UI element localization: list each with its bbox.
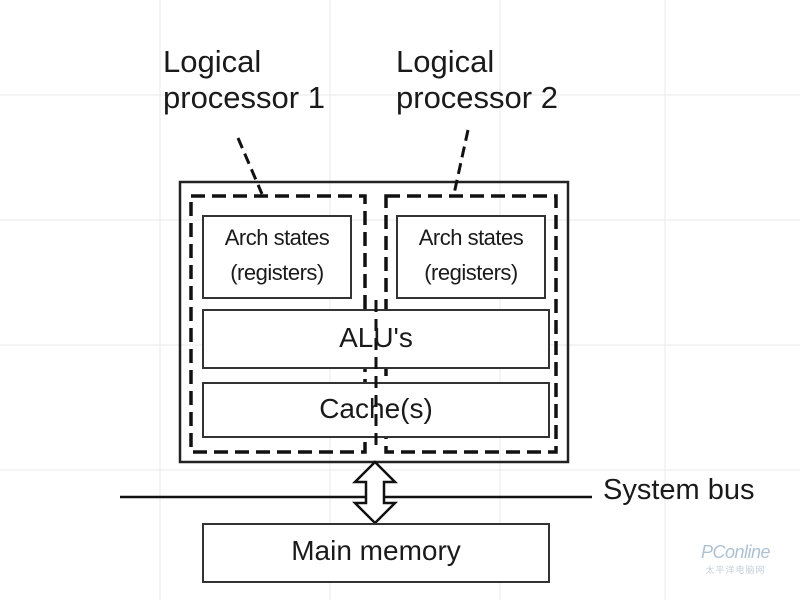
- watermark-brand: PConline: [700, 542, 771, 562]
- caches-label: Cache(s): [319, 393, 433, 424]
- arch-states-2-line-1: Arch states: [418, 225, 524, 250]
- watermark-subtitle: 太平洋电脑网: [705, 565, 766, 575]
- logical-processor-1-label: Logical processor 1: [163, 44, 325, 116]
- main-memory-label: Main memory: [291, 535, 461, 566]
- leader-line-2: [452, 129, 470, 195]
- arch-states-label-1: Arch states (registers): [203, 220, 351, 290]
- main-memory-box: [202, 523, 550, 583]
- arch-states-2-line-2: (registers): [424, 260, 518, 285]
- arch-states-1-line-2: (registers): [230, 260, 324, 285]
- leader-line-1: [236, 137, 264, 195]
- pconline-watermark: PConline 太平洋电脑网: [700, 542, 771, 576]
- system-bus-label: System bus: [603, 474, 755, 506]
- alus-label: ALU's: [339, 322, 413, 353]
- arch-states-box-1: [202, 215, 352, 299]
- logical-processor-2-line-1: Logical: [396, 44, 495, 79]
- logical-processor-2-line-2: processor 2: [396, 80, 558, 115]
- bus-arrow: [351, 460, 399, 525]
- logical-processor-2-label: Logical processor 2: [396, 44, 558, 116]
- arch-states-box-2: [396, 215, 546, 299]
- arch-states-1-line-1: Arch states: [224, 225, 330, 250]
- logical-processor-1-line-1: Logical: [163, 44, 262, 79]
- arch-states-label-2: Arch states (registers): [397, 220, 545, 290]
- logical-processor-1-line-2: processor 1: [163, 80, 325, 115]
